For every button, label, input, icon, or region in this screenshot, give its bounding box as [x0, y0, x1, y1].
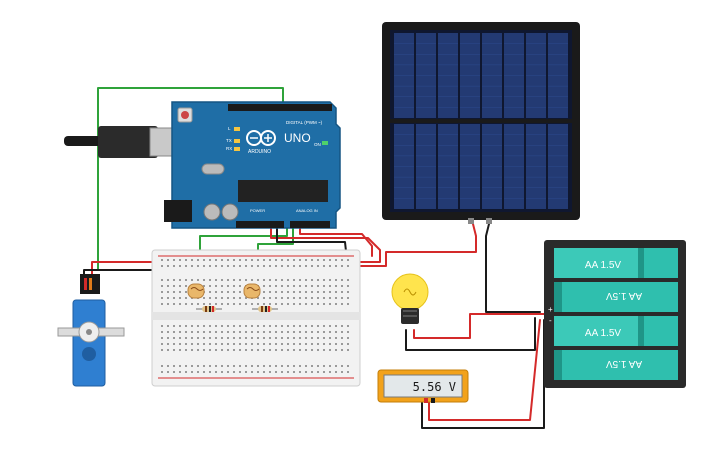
usb-cable: [64, 136, 104, 146]
battery-cell-label: AA 1.5V: [585, 328, 621, 339]
analog-header-label: ANALOG IN: [296, 208, 318, 213]
battery-minus: -: [549, 316, 552, 325]
wires: [83, 87, 549, 429]
digital-header: [228, 104, 332, 111]
power-header-label: POWER: [250, 208, 265, 213]
wire-bulb-black[interactable]: [405, 317, 536, 351]
arduino-brand: ARDUINO: [248, 149, 271, 155]
power-header: [236, 221, 284, 228]
wire-meter-red[interactable]: [428, 319, 541, 421]
power-jack: [164, 200, 192, 222]
photoresistor-icon[interactable]: [187, 283, 205, 299]
on-label: ON: [314, 142, 321, 147]
led-label-rx: RX: [226, 146, 232, 151]
multimeter-reading: 5.56 V: [413, 380, 456, 394]
battery-cell-label: AA 1.5V: [606, 358, 642, 369]
wire-solar-black[interactable]: [485, 219, 541, 313]
solar-cells: [394, 33, 568, 209]
led-label-l: L: [228, 126, 231, 131]
battery-cell: AA 1.5V: [554, 350, 678, 380]
battery-cell: AA 1.5V: [554, 316, 678, 346]
photoresistor-icon[interactable]: [243, 283, 261, 299]
battery-cell-label: AA 1.5V: [585, 260, 621, 271]
battery-cell: AA 1.5V: [554, 282, 678, 312]
light-bulb-icon[interactable]: [391, 273, 429, 324]
arduino-logo-icon: [246, 130, 276, 146]
analog-header: [290, 221, 330, 228]
solar-panel-icon[interactable]: [382, 22, 580, 224]
wire-green-servo-signal[interactable]: [97, 87, 284, 271]
usb-plug: [98, 126, 158, 158]
breadboard[interactable]: [151, 249, 361, 387]
servo-motor-icon[interactable]: [57, 274, 125, 387]
wire-red-2[interactable]: [299, 225, 373, 257]
status-leds: L TX RX: [226, 126, 240, 151]
wire-solar-red[interactable]: [355, 219, 477, 267]
resistor-icon[interactable]: [252, 306, 278, 312]
arduino-model: UNO: [284, 131, 311, 145]
arduino-uno-board[interactable]: UNO ARDUINO DIGITAL (PWM ~) POWER ANALOG…: [64, 101, 341, 229]
atmega-chip: [238, 180, 328, 202]
breadboard-holes: [161, 259, 349, 373]
battery-cell: AA 1.5V: [554, 248, 678, 278]
digital-header-label: DIGITAL (PWM ~): [286, 120, 323, 125]
battery-cell-label: AA 1.5V: [606, 290, 642, 301]
battery-plus: +: [548, 305, 553, 314]
led-label-tx: TX: [226, 138, 232, 143]
wire-bulb-red[interactable]: [413, 313, 549, 339]
resistor-icon[interactable]: [196, 306, 222, 312]
battery-pack[interactable]: + - AA 1.5V AA 1.5V AA 1.5V: [544, 240, 686, 388]
multimeter[interactable]: 5.56 V: [377, 369, 469, 403]
